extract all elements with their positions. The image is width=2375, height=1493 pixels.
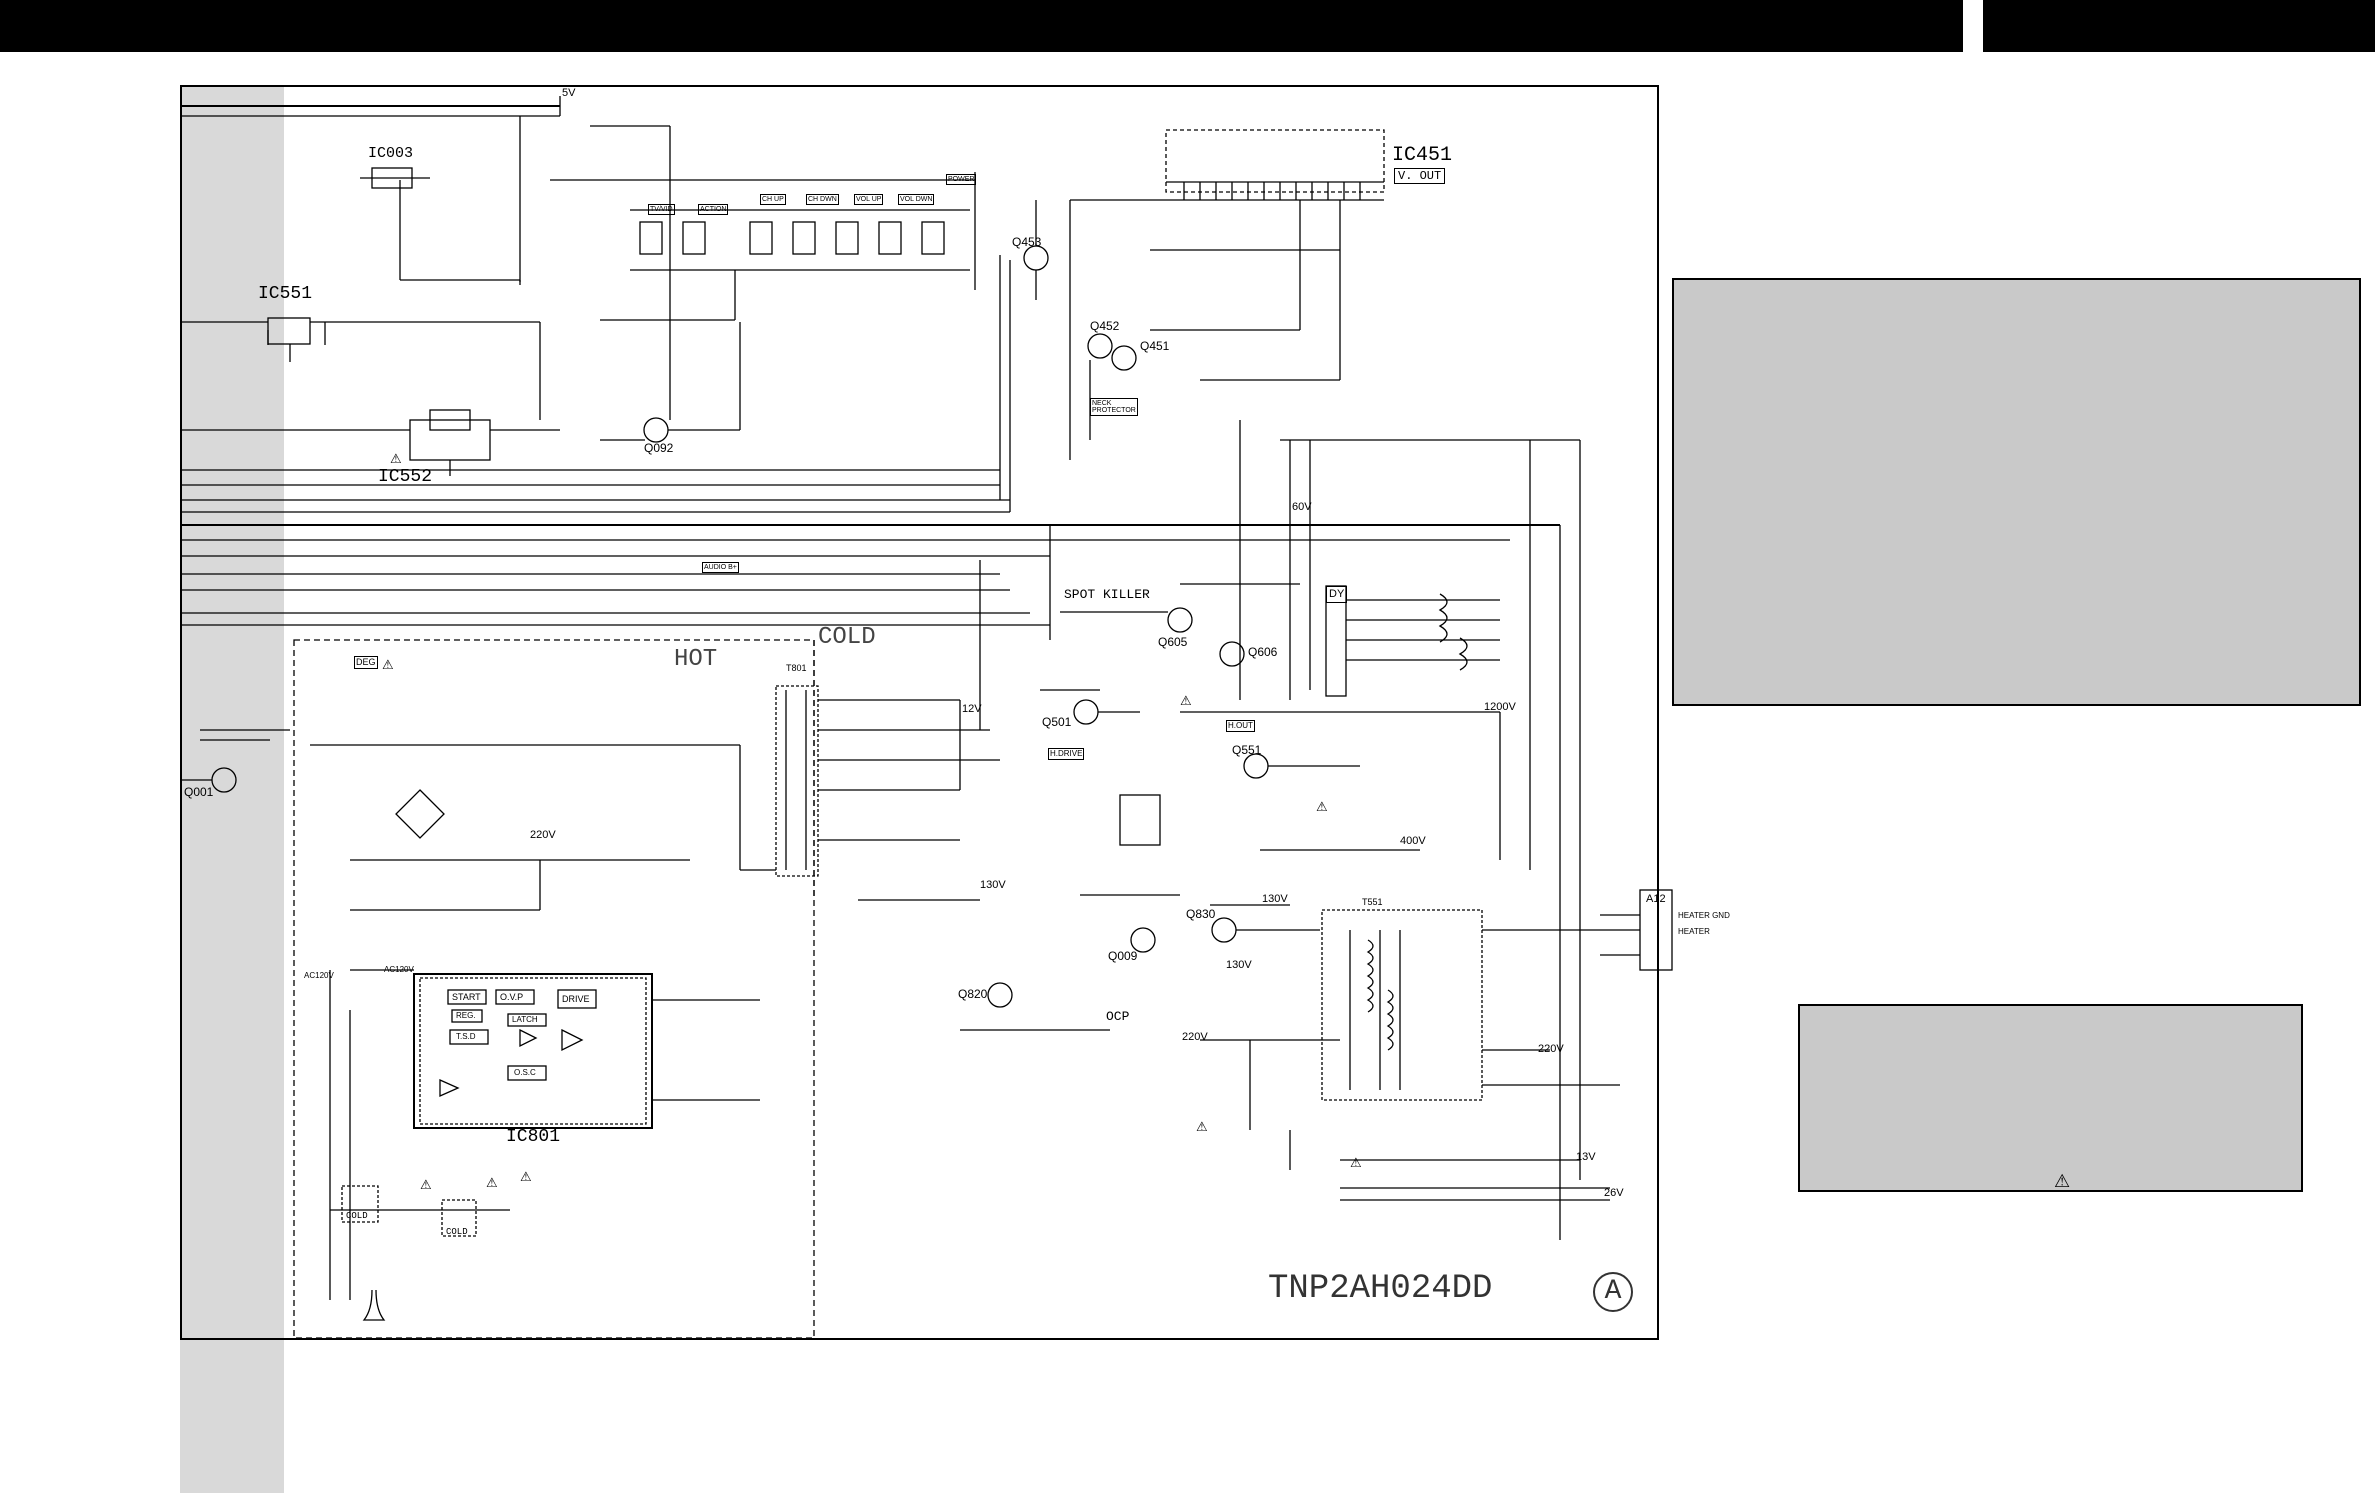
heater-label: HEATER [1678,927,1710,936]
board-id-label: TNP2AH024DD [1268,1270,1493,1308]
ch-up-switch-label: CH UP [760,194,786,205]
ovp-block: O.V.P [500,992,524,1002]
warning-icon: ⚠ [420,1177,432,1192]
power-switch-label: POWER [946,174,977,185]
header-bar-right [1983,0,2375,52]
q551-label: Q551 [1232,743,1262,757]
ch-dwn-switch-label: CH DWN [806,194,839,205]
start-block: START [452,992,481,1002]
q830-label: Q830 [1186,907,1216,921]
vol-up-switch-label: VOL UP [854,194,884,205]
q605-label: Q605 [1158,635,1188,649]
warning-icon: ⚠ [1180,693,1192,708]
cold-region-label: COLD [818,624,876,651]
deg-block: DEG [354,656,378,669]
header-bar-left [0,0,1963,52]
q001-label: Q001 [184,785,214,799]
q009-label: Q009 [1108,949,1138,963]
q501-label: Q501 [1042,715,1072,729]
voltage-400v: 400V [1400,835,1426,847]
drive-block: DRIVE [562,994,590,1004]
board-rev-label: A [1593,1272,1633,1312]
ic552-label: IC552 [378,467,433,487]
ic551-label: IC551 [258,284,313,304]
q820-label: Q820 [958,987,988,1001]
voltage-1200v: 1200V [1484,701,1516,713]
heater-gnd-label: HEATER GND [1678,911,1730,920]
note-box-upper [1672,278,2361,706]
ic801-label: IC801 [506,1127,561,1147]
q092-label: Q092 [644,441,674,455]
tv-vid-switch-label: TV/VID [648,204,675,215]
voltage-5v: 5V [562,87,576,99]
warning-icon-note: ⚠ [2054,1171,2071,1191]
t551-label: T551 [1362,897,1383,907]
action-switch-label: ACTION [698,204,729,215]
q452-label: Q452 [1090,319,1120,333]
voltage-130v-c: 130V [1226,959,1252,971]
voltage-220v-c: 220V [530,829,556,841]
warning-icon: ⚠ [1196,1119,1208,1134]
voltage-130v-b: 130V [980,879,1006,891]
neck-protector-label: NECK PROTECTOR [1090,398,1138,416]
vol-dwn-switch-label: VOL DWN [898,194,935,205]
voltage-12v: 12V [962,703,982,715]
ic451-label: IC451 [1392,144,1453,167]
spot-killer-label: SPOT KILLER [1064,587,1150,602]
q453-label: Q453 [1012,235,1042,249]
a12-connector-label: A12 [1646,893,1666,905]
voltage-60v: 60V [1292,501,1312,513]
voltage-13v: 13V [1576,1151,1596,1163]
latch-block: LATCH [512,1015,538,1024]
audio-b-label: AUDIO B+ [702,562,739,573]
schematic-frame [180,85,1659,1340]
q606-label: Q606 [1248,645,1278,659]
cold-symbol-b: COLD [446,1227,468,1237]
q451-label: Q451 [1140,339,1170,353]
warning-icon: ⚠ [520,1169,532,1184]
hot-region-label: HOT [674,646,718,673]
voltage-220v-a: 220V [1182,1031,1208,1043]
ic451-sublabel: V. OUT [1394,168,1446,184]
warning-icon: ⚠ [382,657,394,672]
voltage-130v-a: 130V [1262,893,1288,905]
tsd-block: T.S.D [456,1032,476,1041]
h-out-label: H.OUT [1226,720,1255,732]
warning-icon: ⚠ [1350,1155,1362,1170]
voltage-26v: 26V [1604,1187,1624,1199]
cold-symbol-a: COLD [346,1211,368,1221]
t801-label: T801 [786,663,807,673]
voltage-220v-b: 220V [1538,1043,1564,1055]
osc-block: O.S.C [514,1068,536,1077]
ic003-label: IC003 [368,145,414,162]
warning-icon: ⚠ [390,451,402,466]
dy-label: DY [1326,586,1348,603]
reg-block: REG. [456,1011,476,1020]
warning-icon: ⚠ [1316,799,1328,814]
ac120v-label: AC120V [304,971,334,980]
h-drive-label: H.DRIVE [1048,748,1085,760]
note-box-lower [1798,1004,2303,1192]
ac120v-label-b: AC120V [384,965,414,974]
warning-icon: ⚠ [486,1175,498,1190]
ocp-label: OCP [1106,1009,1130,1024]
